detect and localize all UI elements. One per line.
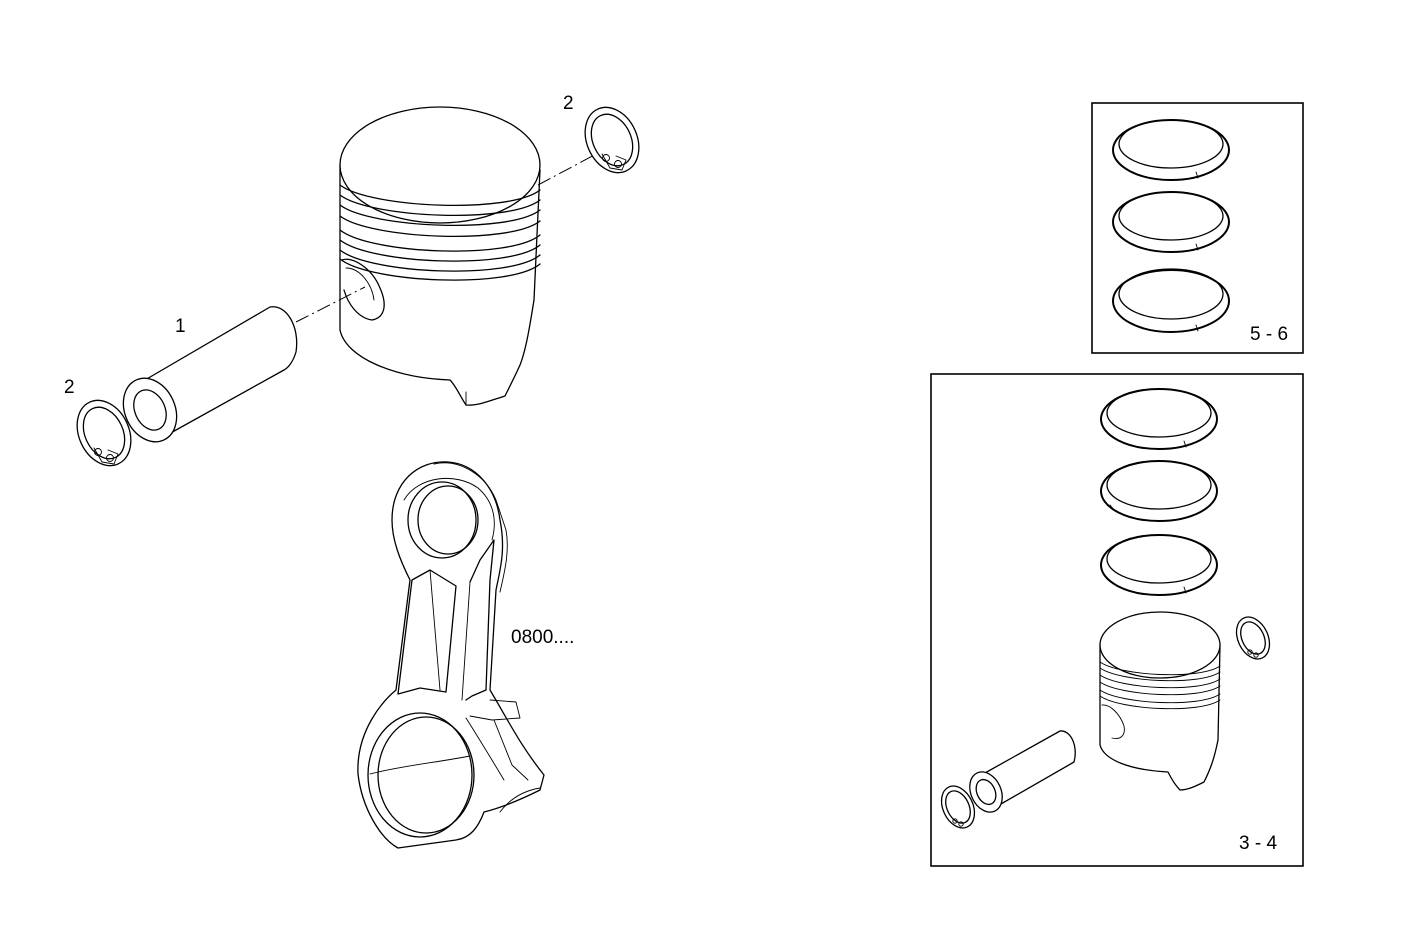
piston-kit-box bbox=[930, 373, 1304, 867]
callout-piston-kit: 3 - 4 bbox=[1239, 833, 1277, 854]
piston-ring bbox=[1100, 534, 1218, 596]
callout-circlip-left: 2 bbox=[64, 377, 75, 398]
assembly-axis-pin bbox=[295, 286, 366, 323]
piston-pin bbox=[122, 306, 298, 443]
piston-ring bbox=[1100, 388, 1218, 450]
callout-ring-kit: 5 - 6 bbox=[1250, 324, 1288, 345]
piston bbox=[1099, 611, 1221, 791]
callout-conrod: 0800.... bbox=[511, 627, 574, 648]
callout-circlip-top: 2 bbox=[563, 93, 574, 114]
circlip bbox=[76, 399, 132, 467]
circlip bbox=[1235, 616, 1271, 660]
circlip bbox=[940, 785, 976, 829]
piston bbox=[339, 106, 541, 406]
piston-ring bbox=[1112, 119, 1230, 181]
piston-ring bbox=[1112, 268, 1230, 333]
ring-kit-box bbox=[1091, 102, 1304, 354]
piston-ring bbox=[1100, 460, 1218, 522]
piston-ring bbox=[1112, 191, 1230, 253]
assembly-axis-top bbox=[537, 151, 601, 186]
piston-pin bbox=[969, 730, 1076, 813]
circlip bbox=[584, 106, 640, 174]
connecting-rod bbox=[357, 461, 545, 849]
callout-pin: 1 bbox=[175, 316, 186, 337]
